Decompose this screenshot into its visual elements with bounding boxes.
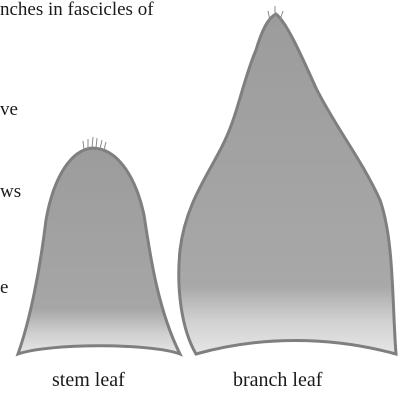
stem-leaf [18,137,180,354]
stem-leaf-caption: stem leaf [52,370,125,390]
branch-leaf-caption: branch leaf [233,370,322,390]
branch-leaf [179,6,396,354]
